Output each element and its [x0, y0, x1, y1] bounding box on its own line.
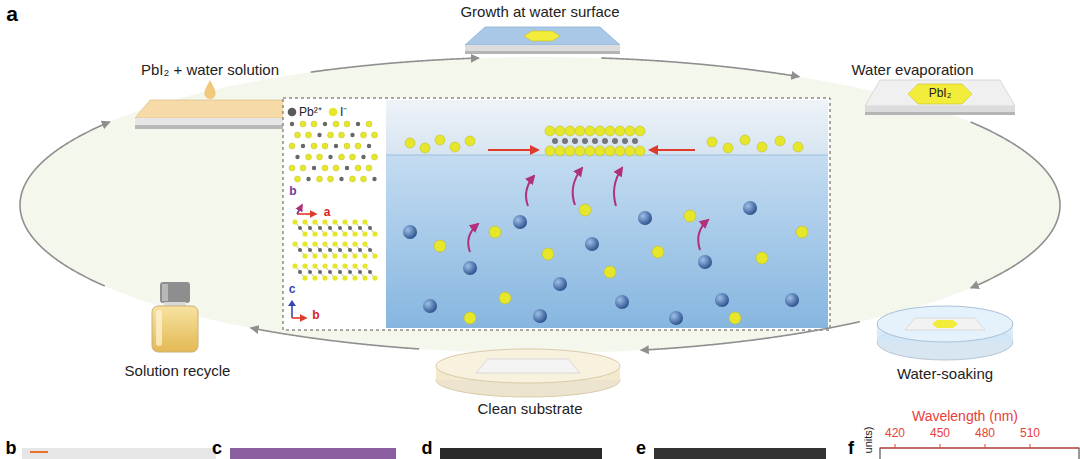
stage-label: Clean substrate — [477, 400, 582, 417]
axis-label: b — [289, 185, 296, 199]
substrate-water — [465, 27, 620, 54]
cycle-arrow — [20, 122, 110, 286]
tick-label: 510 — [1020, 427, 1040, 441]
soaking-dish — [877, 306, 1013, 360]
water — [386, 155, 828, 328]
stage-label: Growth at water surface — [460, 3, 619, 20]
migration-arrow — [650, 149, 695, 151]
legend-item: I⁻ — [328, 103, 347, 120]
axis-title: units) — [862, 427, 875, 454]
cycle-arrow — [601, 58, 799, 77]
cycle-arrow — [641, 322, 860, 350]
cycle-arrow — [971, 122, 1060, 288]
legend-swatch-frame — [328, 107, 338, 117]
legend-swatch — [288, 107, 297, 116]
legend-text: I⁻ — [340, 103, 347, 120]
process-stage: Water evaporation — [800, 58, 1025, 122]
legend-text: Pb²⁺ — [299, 103, 322, 120]
panel-letter: b — [6, 438, 17, 459]
panel-letter: c — [212, 438, 222, 459]
stage-label: Water-soaking — [897, 365, 993, 382]
atoms — [289, 121, 808, 325]
panel-letter: a — [6, 2, 18, 26]
cycle-arrow — [251, 328, 419, 349]
axis-label: c — [289, 283, 296, 297]
cycle-arrow — [311, 58, 479, 72]
stage-label: Water evaporation — [851, 61, 973, 78]
bottom-panels — [22, 444, 1079, 459]
panel-letter: f — [848, 438, 854, 459]
cycle-ground — [20, 57, 1060, 353]
tick-label: 420 — [885, 427, 905, 441]
inset-frame — [283, 98, 830, 330]
rising-arrows — [468, 168, 708, 252]
axes — [288, 205, 316, 318]
stage-label: PbI₂ + water solution — [141, 61, 279, 78]
panel-letter: e — [636, 438, 646, 459]
air — [386, 100, 828, 156]
process-stage: Clean substrate — [420, 342, 640, 420]
substrate-flake — [865, 80, 1015, 115]
tick-label: 450 — [930, 427, 950, 441]
axis-label: a — [324, 206, 331, 220]
legend-item: Pb²⁺ — [287, 103, 322, 120]
process-stage: Water-soaking — [860, 288, 1030, 385]
stage-label: Solution recycle — [125, 362, 231, 379]
legend-swatch-frame — [287, 107, 297, 117]
panel-letter: d — [422, 438, 433, 459]
substrate-solution — [135, 80, 300, 129]
tick-label: 480 — [975, 427, 995, 441]
process-stage: PbI₂ + water solution — [110, 58, 310, 135]
flake-label: PbI₂ — [929, 87, 952, 101]
axis-label: b — [312, 309, 319, 323]
axis-title: Wavelength (nm) — [912, 408, 1018, 424]
migration-arrow — [488, 149, 538, 151]
process-stage: Growth at water surface — [453, 0, 626, 58]
clean-dish — [436, 349, 620, 397]
legend-swatch — [329, 107, 338, 116]
recycle-bottle — [152, 282, 198, 352]
process-stage: Solution recycle — [105, 278, 250, 382]
